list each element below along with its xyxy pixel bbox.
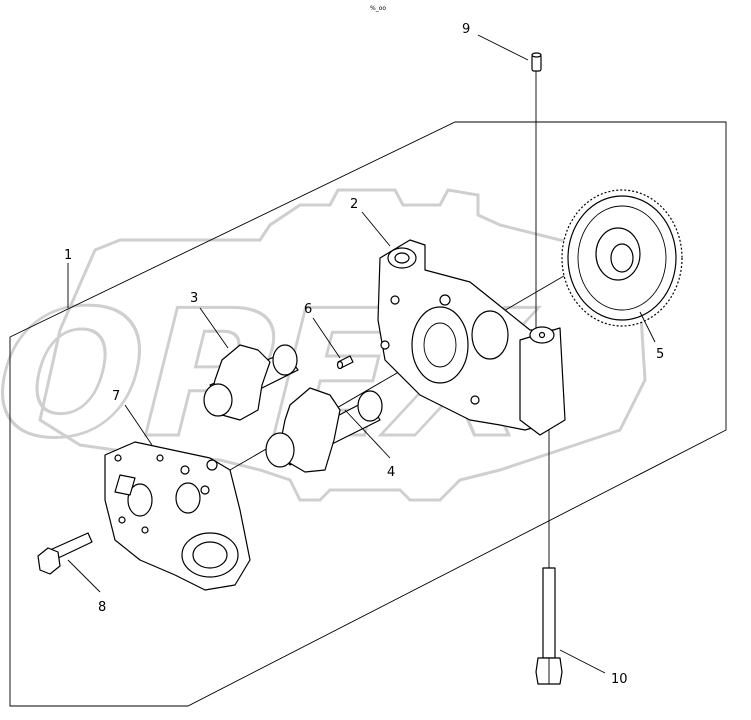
part-10-long-bolt <box>535 430 563 685</box>
callout-1: 1 <box>64 248 72 263</box>
part-7-cover-plate <box>104 441 251 591</box>
leader-2 <box>361 211 391 247</box>
callout-leaders <box>67 34 656 674</box>
callout-7: 7 <box>112 389 120 404</box>
callout-4: 4 <box>387 465 395 480</box>
callout-6: 6 <box>304 302 312 317</box>
callout-5: 5 <box>656 347 664 362</box>
leader-4 <box>344 409 391 459</box>
watermark-gear <box>38 188 647 502</box>
callout-labels: 1 2 3 4 5 6 7 8 9 10 <box>64 22 664 687</box>
leader-6 <box>312 317 341 359</box>
callout-9: 9 <box>462 22 470 37</box>
part-9-dowel-pin <box>531 52 542 72</box>
leader-7 <box>124 404 153 446</box>
header-mark: %_oo <box>370 5 386 12</box>
leader-5 <box>639 311 656 343</box>
leader-8 <box>67 559 101 593</box>
part-3-pump-rotor <box>203 344 299 421</box>
callout-10: 10 <box>611 672 628 687</box>
assembly-boundary <box>9 121 727 707</box>
part-2-pump-housing <box>377 239 566 436</box>
part-5-drive-gear <box>561 189 683 327</box>
leader-10 <box>559 649 606 674</box>
leader-9 <box>477 34 529 61</box>
callout-2: 2 <box>350 197 358 212</box>
part-8-short-bolt <box>37 532 93 575</box>
part-4-pump-rotor <box>265 387 383 473</box>
leader-3 <box>199 307 229 349</box>
part-6-small-pin <box>336 355 354 370</box>
callout-8: 8 <box>98 600 106 615</box>
callout-3: 3 <box>190 291 198 306</box>
